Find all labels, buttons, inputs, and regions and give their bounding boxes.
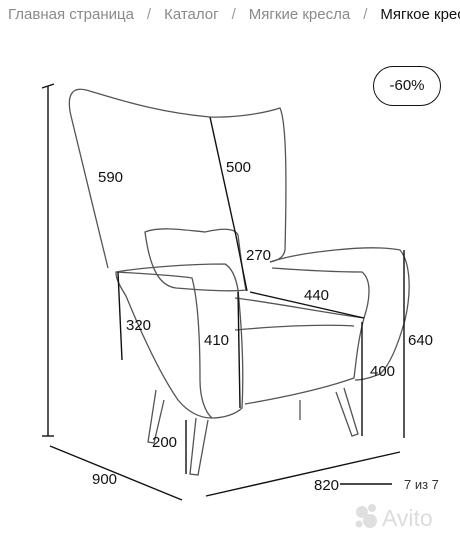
dim-total-height: 640 [408, 332, 433, 349]
breadcrumb-catalog-link[interactable]: Каталог [164, 6, 219, 23]
dim-leg-height: 200 [152, 434, 177, 451]
breadcrumb-current-item: Мягкое кресло [380, 6, 460, 23]
dim-back-height: 590 [98, 169, 123, 186]
discount-badge: -60% [373, 66, 441, 106]
armchair-drawing: 590 500 270 440 320 410 400 640 200 900 … [41, 83, 433, 501]
dim-total-depth: 900 [92, 471, 117, 488]
breadcrumb-separator: / [146, 6, 152, 23]
dim-total-width: 820 [314, 477, 339, 494]
watermark-text: Avito [382, 505, 433, 531]
dim-back-width: 500 [226, 159, 251, 176]
breadcrumb-separator: / [231, 6, 236, 23]
armchair-outline [68, 88, 410, 476]
dim-seat-height: 400 [370, 363, 395, 380]
dimension-lines [41, 83, 405, 501]
gallery-counter: 7 из 7 [404, 477, 439, 492]
breadcrumb-armchairs-link[interactable]: Мягкие кресла [248, 6, 351, 23]
breadcrumb-home-link[interactable]: Главная страница [8, 6, 134, 23]
avito-logo-icon [355, 504, 377, 528]
dim-arm-width: 320 [126, 317, 151, 334]
breadcrumb: Главная страница / Каталог / Мягкие кресла / М… [0, 0, 460, 44]
dim-cushion: 270 [246, 247, 271, 264]
avito-watermark: Avito [355, 504, 433, 531]
breadcrumb-separator: / [363, 6, 368, 23]
dim-arm-height: 410 [204, 332, 229, 349]
dim-seat-depth: 440 [304, 287, 329, 304]
